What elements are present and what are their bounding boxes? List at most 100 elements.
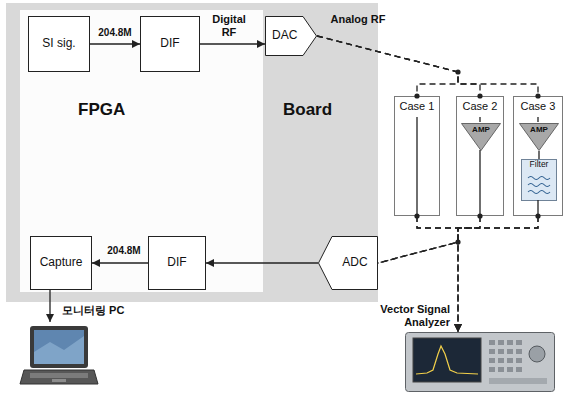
dac-outline [266,17,317,56]
split-dot [455,69,460,74]
capture-box: Capture [30,236,92,290]
edge-label-holder: Digital RF [204,13,254,38]
terminal-dot [535,93,540,98]
signal-arrow [92,262,148,263]
signal-source-box: SI sig. [28,16,90,72]
board-region: Board FPGA SI sig. DIF DIF Capture DAC ADC [6,3,378,302]
capture-box-label: Capture [40,256,83,270]
terminal-dot [414,93,419,98]
amp-input-wire [479,117,480,122]
monitoring-laptop-outline [20,322,98,392]
instrument-key [507,358,513,363]
spectrum-trace [416,346,478,374]
filter-outline [522,160,557,201]
signal-analyzer-outline [405,332,555,392]
instrument-key [516,358,522,363]
fpga-region: FPGA SI sig. DIF DIF Capture [20,10,263,292]
terminal-dot [535,213,540,218]
filter-wave-symbol [528,191,550,194]
signal-arrow [206,262,318,263]
instrument-key [489,340,495,345]
signal-analyzer-label: Vector Signal Analyzer [358,303,450,328]
case-box-label: Case 1 [400,100,435,113]
filter-wave-symbol [528,184,550,187]
edge-label-holder: 204.8M [103,245,145,257]
instrument-key [489,367,495,372]
dif-box: DIF [140,16,200,72]
instrument-key [498,349,504,354]
signal-label: 204.8M [91,27,139,39]
signal-arrow [49,290,50,322]
rf-cable-line [317,36,480,96]
laptop-screen [34,330,84,364]
filter-wave-symbol [528,177,550,180]
terminal-dot [414,213,419,218]
instrument-key [507,340,513,345]
case-box-label: Case 2 [463,100,498,113]
instrument-key [507,367,513,372]
filter-box-label: Filter [530,160,549,170]
rf-cable-line [378,216,480,263]
instrument-ports [489,378,547,384]
amp-triangle-label: AMP [530,125,548,134]
instrument-key [516,340,522,345]
instrument-key [507,349,513,354]
signal-arrow [538,151,539,159]
instrument-key [489,349,495,354]
edge-label-holder: 204.8M [91,27,139,39]
signal-label: Digital RF [204,13,254,38]
case-box: Case 3 AMP Filter [513,96,563,216]
terminal-dot [477,93,482,98]
signal-label: Analog RF [322,13,394,26]
adc-block-label: ADC [342,256,367,270]
amp-output-wire [479,150,480,216]
rf-cable-line [378,216,458,263]
terminal-dot [477,213,482,218]
laptop-base [20,370,98,384]
instrument-key [498,340,504,345]
edge-label-holder: Analog RF [322,13,394,26]
amp-symbol [520,124,559,151]
rf-cable-line [317,36,538,96]
adc-outline [319,237,378,290]
instrument-key [516,367,522,372]
signal-arrow [200,43,265,44]
signal-arrow [90,43,140,44]
dif-box-label: DIF [160,37,179,51]
screen-picture [34,336,84,364]
signal-analyzer: Vector Signal Analyzer [405,332,555,392]
board-region-label: Board [283,100,332,120]
dif-box-label: DIF [167,256,186,270]
instrument-key [516,349,522,354]
fpga-region-label: FPGA [78,100,125,120]
laptop-keyboard [30,373,88,378]
merge-dot [455,239,460,244]
case-box-label: Case 3 [521,100,556,113]
amp-triangle: AMP [461,123,501,151]
dif-box: DIF [148,236,206,290]
amp-input-wire [537,117,538,122]
instrument-key [498,367,504,372]
rf-cable-line [458,216,480,332]
rf-cable-line [458,216,538,332]
instrument-screen [413,338,481,382]
amp-triangle: AMP [519,123,559,151]
monitoring-laptop-label: 모니터링 PC [62,304,124,317]
signal-label: 204.8M [103,245,145,257]
through-wire [416,117,417,216]
signal-source-box-label: SI sig. [42,37,75,51]
instrument-knob [529,346,545,362]
adc-block: ADC [318,236,378,290]
laptop-lid [30,326,88,368]
amp-symbol [462,124,501,151]
laptop-touchpad [52,379,66,382]
dac-block: DAC [265,16,317,56]
filter-box: Filter [521,159,557,201]
rf-cable-line [417,216,458,332]
instrument-body [406,333,555,392]
monitoring-laptop: 모니터링 PC [20,322,98,392]
